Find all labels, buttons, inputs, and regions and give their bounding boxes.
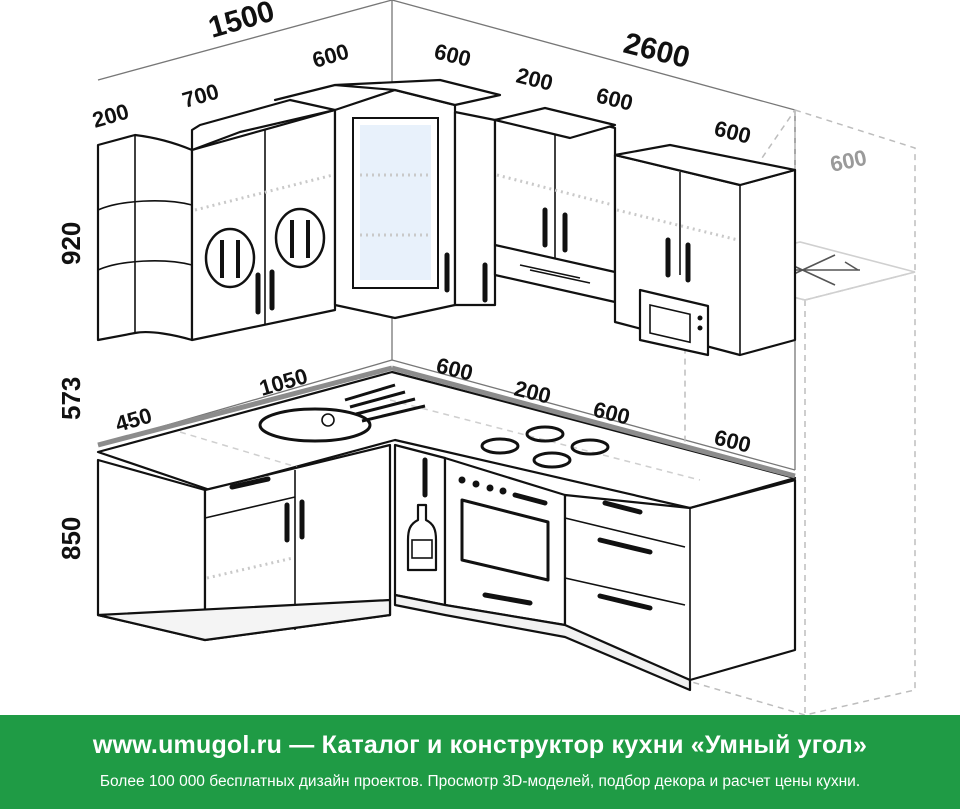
dim-upper-hood-gap: 200 <box>514 63 556 96</box>
dim-top-right-width: 2600 <box>620 27 693 75</box>
dim-fridge-depth: 600 <box>828 145 869 177</box>
cutlery-icon <box>204 227 256 289</box>
footer-subtitle: Более 100 000 бесплатных дизайн проектов… <box>99 773 861 790</box>
plinth <box>393 593 692 692</box>
kitchen-diagram: 1500 2600 200 700 600 600 200 600 600 60… <box>56 0 916 715</box>
dim-upper-corner-left: 600 <box>309 39 351 73</box>
footer-title-link[interactable]: www.umugol.ru — Каталог и конструктор ку… <box>92 731 868 759</box>
base-oven-cabinet <box>443 456 567 627</box>
upper-left-cabinets <box>190 98 337 342</box>
dim-height-upper: 920 <box>56 222 86 265</box>
cutlery-icon <box>274 207 326 269</box>
dim-upper-shelf: 200 <box>89 99 131 133</box>
base-drawer-cabinet <box>563 478 797 682</box>
dim-upper-corner-right: 600 <box>432 39 474 72</box>
microwave-icon <box>638 288 710 357</box>
footer-banner: www.umugol.ru — Каталог и конструктор ку… <box>0 715 960 809</box>
base-left-cabinets <box>96 443 392 642</box>
dim-base-right-drawers: 600 <box>712 425 754 458</box>
dim-height-base: 850 <box>56 517 86 560</box>
bottle-icon <box>406 503 438 572</box>
upper-corner-glass-cabinet <box>273 78 502 320</box>
cooktop <box>480 425 610 469</box>
dim-top-left-width: 1500 <box>205 0 278 45</box>
dim-upper-left-pair: 700 <box>179 79 221 113</box>
dim-upper-microwave: 600 <box>712 116 754 149</box>
dim-height-gap: 573 <box>56 377 86 420</box>
upper-narrow-cabinet <box>453 110 497 307</box>
dim-upper-hood: 600 <box>594 83 636 116</box>
sink <box>258 383 426 443</box>
upper-open-shelf <box>96 133 194 342</box>
